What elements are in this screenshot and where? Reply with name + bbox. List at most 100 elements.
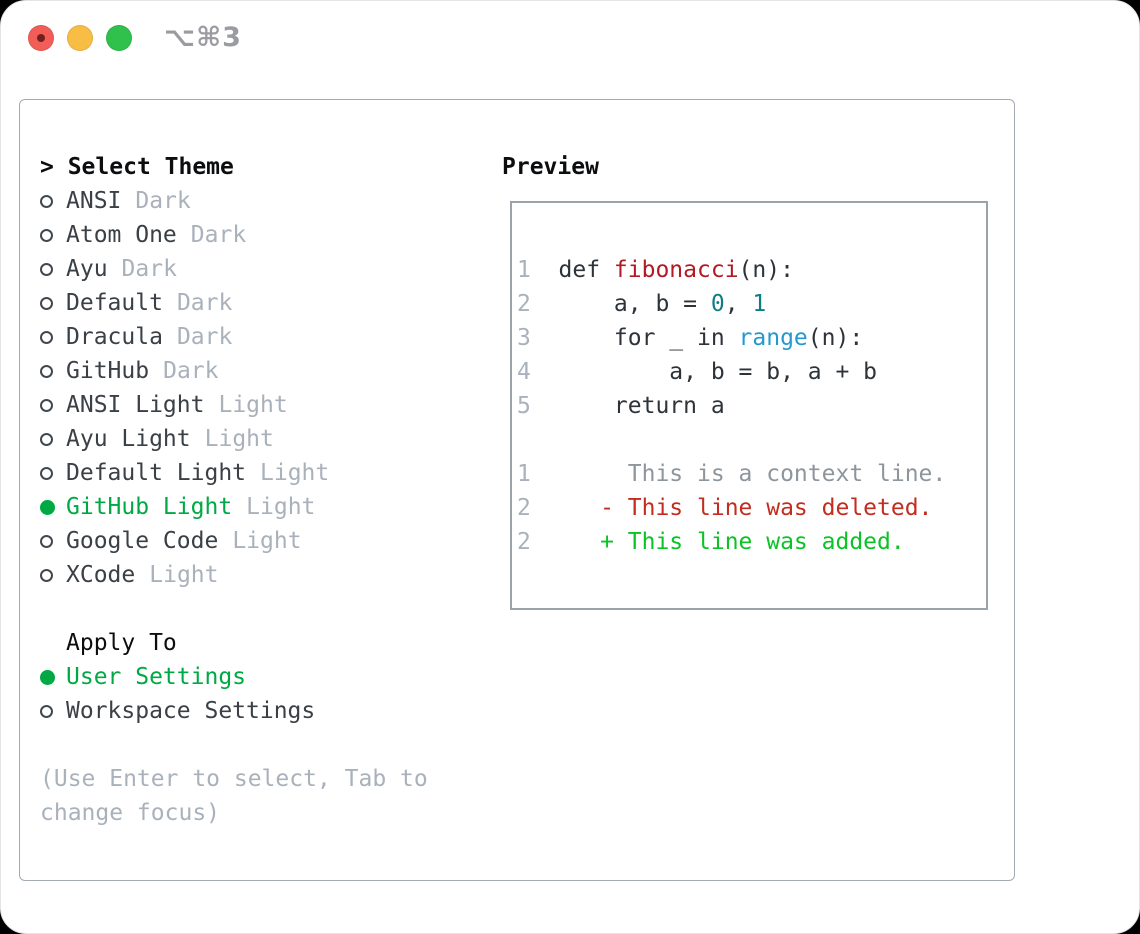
theme-item-dracula[interactable]: Dracula Dark xyxy=(40,320,329,354)
theme-variant-tag: Dark xyxy=(163,358,219,384)
radio-unselected-icon xyxy=(40,296,53,310)
theme-name: GitHub Light xyxy=(66,494,233,520)
radio-unselected-icon xyxy=(40,534,53,548)
apply-option-user-settings[interactable]: User Settings xyxy=(40,660,315,694)
theme-variant-tag: Light xyxy=(246,494,316,520)
radio-selected-icon xyxy=(40,499,55,515)
theme-name: GitHub xyxy=(66,358,150,384)
code-token-code: a, b = b, a + b xyxy=(558,359,878,385)
line-number: 3 xyxy=(517,325,531,351)
line-number: 2 xyxy=(517,529,531,555)
code-token-num: 0 xyxy=(710,291,725,317)
theme-item-ayu-light[interactable]: Ayu Light Light xyxy=(40,422,329,456)
preview-line: 1 def fibonacci(n): xyxy=(517,253,986,287)
theme-variant-tag: Dark xyxy=(176,290,233,316)
line-number: 5 xyxy=(517,393,531,419)
theme-name: ANSI Light xyxy=(66,392,205,418)
code-token-add: + This line was added. xyxy=(558,529,905,555)
theme-name: ANSI xyxy=(66,188,122,214)
radio-unselected-icon xyxy=(40,330,53,344)
theme-item-github-light[interactable]: GitHub Light Light xyxy=(40,490,329,524)
radio-unselected-icon xyxy=(40,228,53,242)
theme-variant-tag: Dark xyxy=(190,222,247,248)
window-title: ⌥⌘3 xyxy=(164,22,242,53)
preview-line xyxy=(517,423,986,457)
theme-item-default-light[interactable]: Default Light Light xyxy=(40,456,329,490)
theme-item-default[interactable]: Default Dark xyxy=(40,286,329,320)
select-theme-heading-label: Select Theme xyxy=(67,154,234,180)
theme-item-ansi[interactable]: ANSI Dark xyxy=(40,184,329,218)
theme-item-atom-one[interactable]: Atom One Dark xyxy=(40,218,329,252)
apply-to-heading: Apply To xyxy=(66,630,177,656)
preview-line: 2 - This line was deleted. xyxy=(517,491,986,525)
theme-name: XCode xyxy=(66,562,136,588)
zoom-window-button[interactable] xyxy=(106,25,132,51)
preview-line: 2 a, b = 0, 1 xyxy=(517,287,986,321)
help-text-line-2: change focus) xyxy=(40,800,221,826)
minimize-window-button[interactable] xyxy=(67,25,93,51)
close-window-button[interactable] xyxy=(28,25,54,51)
radio-unselected-icon xyxy=(40,466,53,480)
code-token-code: def xyxy=(558,257,614,283)
code-token-code: (n): xyxy=(807,325,864,351)
radio-unselected-icon xyxy=(40,432,53,446)
preview-line: 3 for _ in range(n): xyxy=(517,321,986,355)
code-token-code: return a xyxy=(558,393,725,419)
theme-variant-tag: Light xyxy=(218,392,288,418)
theme-item-ansi-light[interactable]: ANSI Light Light xyxy=(40,388,329,422)
radio-unselected-icon xyxy=(40,568,53,582)
theme-name: Atom One xyxy=(66,222,177,248)
select-theme-heading: > Select Theme xyxy=(40,150,234,184)
radio-selected-icon xyxy=(40,669,55,685)
theme-name: Dracula xyxy=(66,324,163,350)
code-token-del: - This line was deleted. xyxy=(558,495,933,521)
prompt-arrow-icon: > xyxy=(40,154,68,180)
line-number: 1 xyxy=(517,257,531,283)
code-token-num: 1 xyxy=(752,291,767,317)
theme-variant-tag: Dark xyxy=(176,324,233,350)
theme-variant-tag: Light xyxy=(149,562,219,588)
theme-name: Ayu xyxy=(66,256,108,282)
theme-variant-tag: Dark xyxy=(121,256,177,282)
theme-item-ayu[interactable]: Ayu Dark xyxy=(40,252,329,286)
apply-option-workspace-settings[interactable]: Workspace Settings xyxy=(40,694,315,728)
titlebar: ⌥⌘3 xyxy=(1,1,1139,75)
apply-option-label: User Settings xyxy=(66,664,247,690)
code-token-code: a, b = xyxy=(558,291,711,317)
preview-line: 4 a, b = b, a + b xyxy=(517,355,986,389)
theme-item-xcode[interactable]: XCode Light xyxy=(40,558,329,592)
theme-name: Ayu Light xyxy=(66,426,191,452)
help-text: (Use Enter to select, Tab to change focus… xyxy=(40,762,428,830)
line-number: 2 xyxy=(517,291,531,317)
theme-name: Default xyxy=(66,290,163,316)
radio-unselected-icon xyxy=(40,262,53,276)
preview-line: 2 + This line was added. xyxy=(517,525,986,559)
theme-variant-tag: Dark xyxy=(135,188,191,214)
line-number: 4 xyxy=(517,359,531,385)
radio-unselected-icon xyxy=(40,704,53,718)
code-token-code: , xyxy=(724,291,753,317)
preview-line: 5 return a xyxy=(517,389,986,423)
theme-variant-tag: Light xyxy=(204,426,274,452)
code-token-context: This is a context line. xyxy=(558,461,947,487)
theme-item-github[interactable]: GitHub Dark xyxy=(40,354,329,388)
line-number: 2 xyxy=(517,495,531,521)
theme-variant-tag: Light xyxy=(260,460,330,486)
code-token-code: for _ in xyxy=(558,325,739,351)
theme-name: Default Light xyxy=(66,460,247,486)
code-token-func: fibonacci xyxy=(613,257,739,283)
help-text-line-1: (Use Enter to select, Tab to xyxy=(40,766,428,792)
code-token-builtin: range xyxy=(738,325,808,351)
radio-unselected-icon xyxy=(40,364,53,378)
radio-unselected-icon xyxy=(40,194,53,208)
theme-variant-tag: Light xyxy=(232,528,302,554)
code-token-code: (n): xyxy=(738,257,794,283)
apply-option-label: Workspace Settings xyxy=(66,698,316,724)
radio-unselected-icon xyxy=(40,398,53,412)
